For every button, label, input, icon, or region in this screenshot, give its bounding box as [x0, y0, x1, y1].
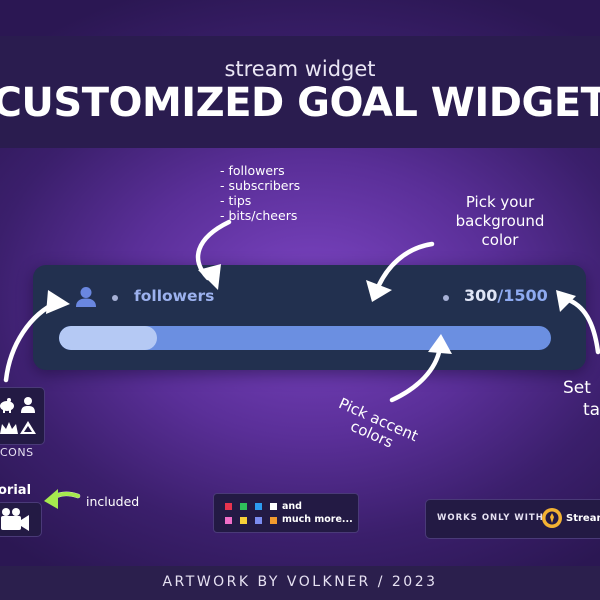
footer-bar	[0, 566, 600, 600]
icons-grid	[0, 397, 36, 434]
annotation-line: color	[481, 231, 519, 249]
streamelements-logo-icon	[542, 508, 562, 528]
colors-text-line: much more...	[282, 514, 353, 525]
video-camera-icon	[1, 508, 29, 531]
pick-background-annotation: Pick your background color	[420, 193, 580, 250]
goal-current: 300	[464, 286, 498, 305]
colors-panel	[213, 493, 359, 533]
brand-name: Stream	[566, 513, 600, 524]
page-title: CUSTOMIZED GOAL WIDGET	[0, 80, 600, 126]
color-swatch	[225, 503, 232, 510]
works-only-with-panel	[425, 499, 600, 539]
piggy-bank-icon	[0, 398, 14, 413]
colors-more-text: and much more...	[282, 500, 353, 526]
footer-credit: ARTWORK BY VOLKNER / 2023	[162, 574, 438, 590]
icons-panel	[0, 387, 45, 445]
diamond-icon	[20, 421, 36, 434]
works-only-with-text: WORKS ONLY WITH	[437, 513, 544, 523]
annotation-line: Set	[563, 378, 591, 398]
tutorial-label: orial	[0, 483, 32, 498]
set-target-annotation: Set ta	[563, 377, 600, 421]
crown-icon	[0, 422, 18, 434]
color-swatch	[255, 517, 262, 524]
goal-separator: /	[497, 286, 504, 305]
goal-target: 1500	[503, 286, 548, 305]
goal-progress-fill	[59, 326, 158, 350]
pick-accent-annotation: Pick accent colors	[323, 392, 427, 462]
goal-type-item: - bits/cheers	[220, 208, 298, 223]
subtitle: stream widget	[224, 57, 376, 81]
goal-type-item: - followers	[220, 163, 285, 178]
color-swatch	[270, 503, 277, 510]
goal-type-item: - subscribers	[220, 178, 301, 193]
user-icon	[21, 397, 35, 413]
icons-label: CONS	[0, 446, 34, 459]
color-swatch	[255, 503, 262, 510]
color-swatch	[225, 517, 232, 524]
included-label: included	[86, 494, 140, 509]
arrowhead-green	[44, 489, 58, 509]
annotation-line: background	[455, 212, 545, 230]
goal-label: followers	[134, 287, 215, 305]
color-swatch	[240, 517, 247, 524]
goal-type-item: - tips	[220, 193, 252, 208]
separator-dot	[443, 295, 449, 301]
annotation-line: ta	[583, 400, 600, 420]
annotation-line: Pick your	[465, 193, 535, 211]
goal-progress-bar	[59, 326, 551, 350]
color-swatch	[240, 503, 247, 510]
color-swatch	[270, 517, 277, 524]
goal-type-list: - followers - subscribers - tips - bits/…	[220, 163, 300, 223]
colors-text-line: and	[282, 501, 302, 512]
tutorial-panel	[0, 502, 42, 537]
arrow-to-tutorial	[48, 491, 81, 502]
goal-count: 300/1500	[464, 286, 548, 305]
goal-widget	[33, 265, 586, 370]
user-icon	[76, 287, 96, 307]
separator-dot	[112, 295, 118, 301]
arrow-to-tutorial-green	[49, 491, 80, 501]
title-banner	[0, 36, 600, 148]
